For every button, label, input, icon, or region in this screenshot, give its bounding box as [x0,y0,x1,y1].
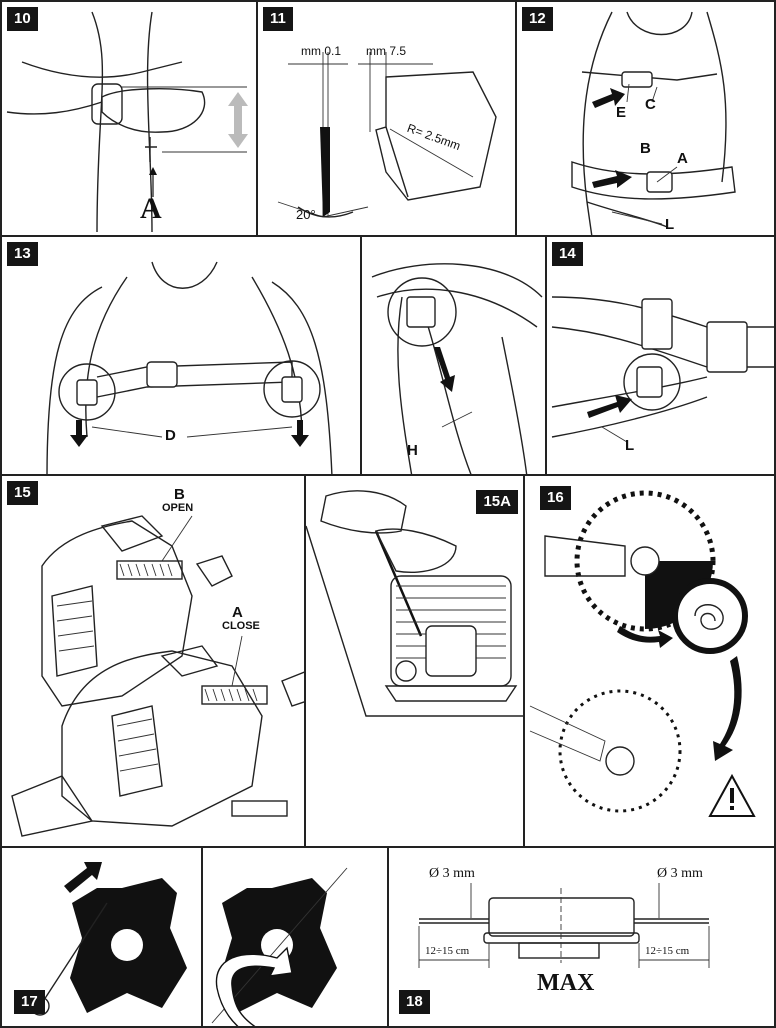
arrow-icon [587,395,632,418]
panel-number: 17 [14,990,45,1014]
arrow-icon [592,88,625,108]
panel-number: 16 [540,486,571,510]
blower-choke-illustration [11,515,304,837]
carburetor-adjust-illustration [306,490,523,717]
dim-0-1: mm 0.1 [301,44,342,58]
label-l: L [625,437,635,454]
label-d: D [165,427,176,444]
label-b: B [640,140,651,157]
panel-17: 17 [0,846,389,1028]
label-a: A [677,150,688,167]
panel-14: 14 L [545,235,776,476]
panel-number: 15 [7,481,38,505]
panel-18: Ø 3 mm Ø 3 mm 12÷15 cm 12÷15 cm MAX 18 [387,846,776,1028]
label-a: A [232,604,243,621]
label-b: B [174,486,185,503]
panel-16: 16 [523,474,776,848]
panel-number: 18 [399,990,430,1014]
arrow-icon [592,170,632,188]
panel-15a: 15A [304,474,525,848]
panel-11: 11 mm 0.1 mm 7.5 R= 2.5mm 20° [256,0,517,237]
panel-13-detail: H [360,235,547,476]
trimmer-head-diagram [418,883,710,968]
label-open: OPEN [162,502,194,514]
double-arrow-icon [228,92,248,148]
label-close: CLOSE [222,620,260,632]
panel-number: 10 [7,7,38,31]
label-l: L [665,216,675,233]
shoulder-strap-illustration [46,261,333,474]
arrow-icon [713,656,742,761]
length-left: 12÷15 cm [425,945,470,957]
label-e: E [616,104,627,121]
panel-15: 15 B OPEN A CLOSE [0,474,306,848]
wrist-strap-illustration [6,11,248,233]
strap-detail-illustration [371,263,543,474]
label-h: H [407,442,418,459]
panel-number: 11 [263,7,293,31]
panel-12: 12 E C B A L [515,0,776,237]
waist-strap-illustration [551,296,774,443]
arrow-icon [291,420,309,447]
label-a: A [140,192,162,225]
arrow-icon [617,626,673,648]
rotate-arrow-icon [215,946,293,1026]
arrow-icon [434,347,455,392]
diameter-right: Ø 3 mm [657,866,703,881]
blade-mounting-illustration [529,490,756,817]
dim-7-5: mm 7.5 [366,44,407,58]
arrow-icon [64,862,102,893]
panel-10: 10 A [0,0,258,237]
blade-sharpening-illustration [30,848,348,1026]
diameter-left: Ø 3 mm [429,866,475,881]
panel-number: 13 [7,242,38,266]
panel-number: 15A [476,490,518,514]
panel-number: 12 [522,7,553,31]
panel-number: 14 [552,242,583,266]
arrow-icon [70,420,88,447]
label-c: C [645,96,656,113]
length-right: 12÷15 cm [645,945,690,957]
panel-13: 13 D [0,235,362,476]
chain-filing-diagram [277,52,497,218]
max-label: MAX [537,970,595,996]
angle-label: 20° [296,207,316,222]
harness-illustration [571,11,736,235]
